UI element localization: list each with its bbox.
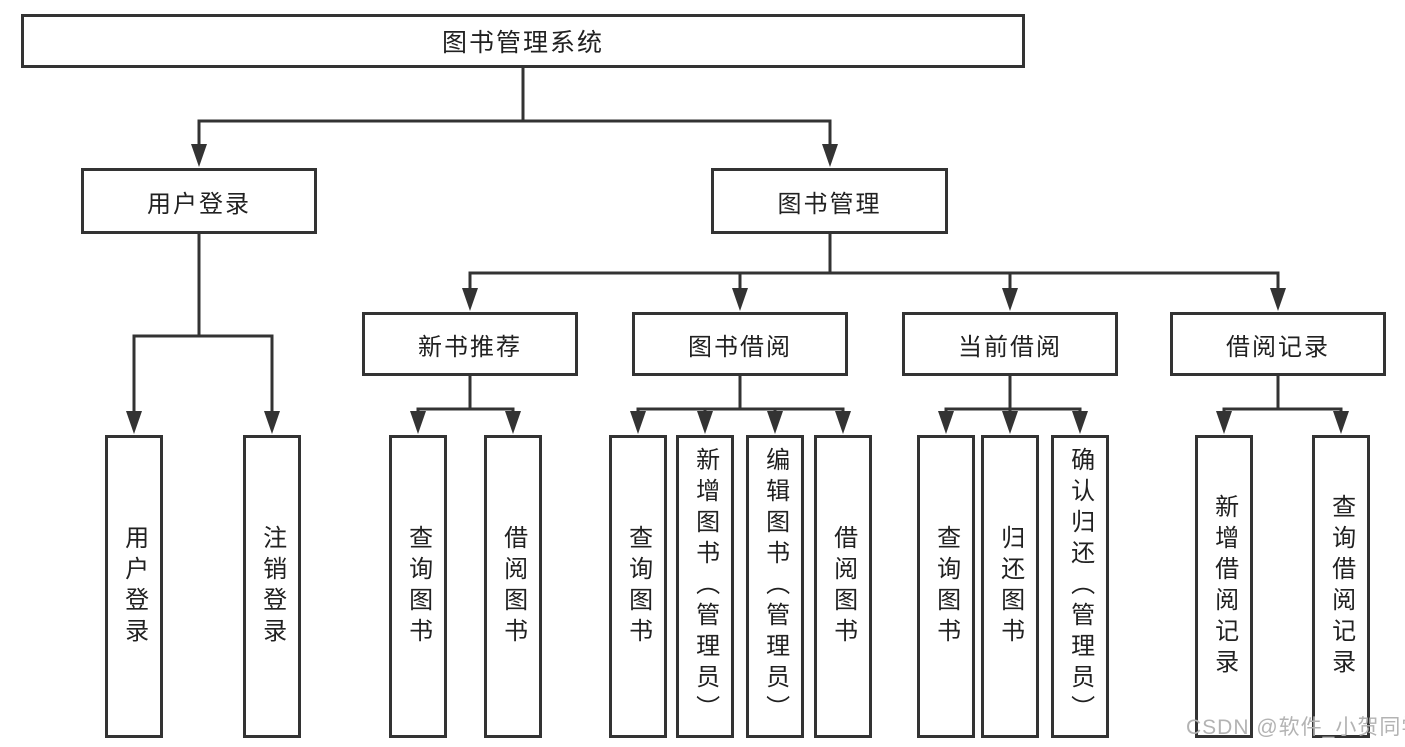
leaf-query-borrow-record: 查询借阅记录 [1312, 435, 1370, 738]
node-label: 注销登录 [258, 524, 286, 649]
leaf-query-books-current: 查询图书 [917, 435, 975, 738]
node-label: 确认归还（管理员） [1066, 447, 1094, 726]
node-label: 图书管理 [777, 190, 882, 218]
node-label: 图书借阅 [688, 333, 792, 361]
leaf-borrow-books-borrow: 借阅图书 [814, 435, 872, 738]
node-label: 借阅图书 [499, 524, 527, 649]
leaf-add-book-admin: 新增图书（管理员） [676, 435, 734, 738]
node-label: 借阅记录 [1226, 333, 1330, 361]
leaf-borrow-books-recommend: 借阅图书 [484, 435, 542, 738]
node-label: 新增借阅记录 [1210, 493, 1238, 680]
leaf-user-login: 用户登录 [105, 435, 163, 738]
node-label: 当前借阅 [958, 333, 1062, 361]
leaf-add-borrow-record: 新增借阅记录 [1195, 435, 1253, 738]
leaf-query-books-borrow: 查询图书 [609, 435, 667, 738]
node-label: 编辑图书（管理员） [761, 447, 789, 726]
node-current-borrow: 当前借阅 [902, 312, 1118, 376]
leaf-query-books-recommend: 查询图书 [389, 435, 447, 738]
node-borrow-records: 借阅记录 [1170, 312, 1386, 376]
node-label: 归还图书 [996, 524, 1024, 649]
node-label: 图书管理系统 [441, 29, 604, 57]
node-label: 查询借阅记录 [1327, 493, 1355, 680]
arrowhead-icons [126, 144, 1349, 434]
leaf-confirm-return-admin: 确认归还（管理员） [1051, 435, 1109, 738]
node-root: 图书管理系统 [21, 14, 1025, 68]
node-label: 新增图书（管理员） [691, 447, 719, 726]
node-new-book-recommend: 新书推荐 [362, 312, 578, 376]
node-label: 查询图书 [624, 524, 652, 649]
node-user-login: 用户登录 [81, 168, 317, 234]
node-book-borrow: 图书借阅 [632, 312, 848, 376]
leaf-edit-book-admin: 编辑图书（管理员） [746, 435, 804, 738]
watermark: CSDN @软件_小贺同学 [1186, 716, 1405, 739]
node-label: 用户登录 [147, 190, 251, 218]
leaf-logout: 注销登录 [243, 435, 301, 738]
node-label: 用户登录 [120, 524, 148, 649]
leaf-return-books: 归还图书 [981, 435, 1039, 738]
node-label: 新书推荐 [418, 333, 522, 361]
node-label: 查询图书 [404, 524, 432, 649]
node-label: 借阅图书 [829, 524, 857, 649]
node-label: 查询图书 [932, 524, 960, 649]
node-book-management: 图书管理 [711, 168, 948, 234]
